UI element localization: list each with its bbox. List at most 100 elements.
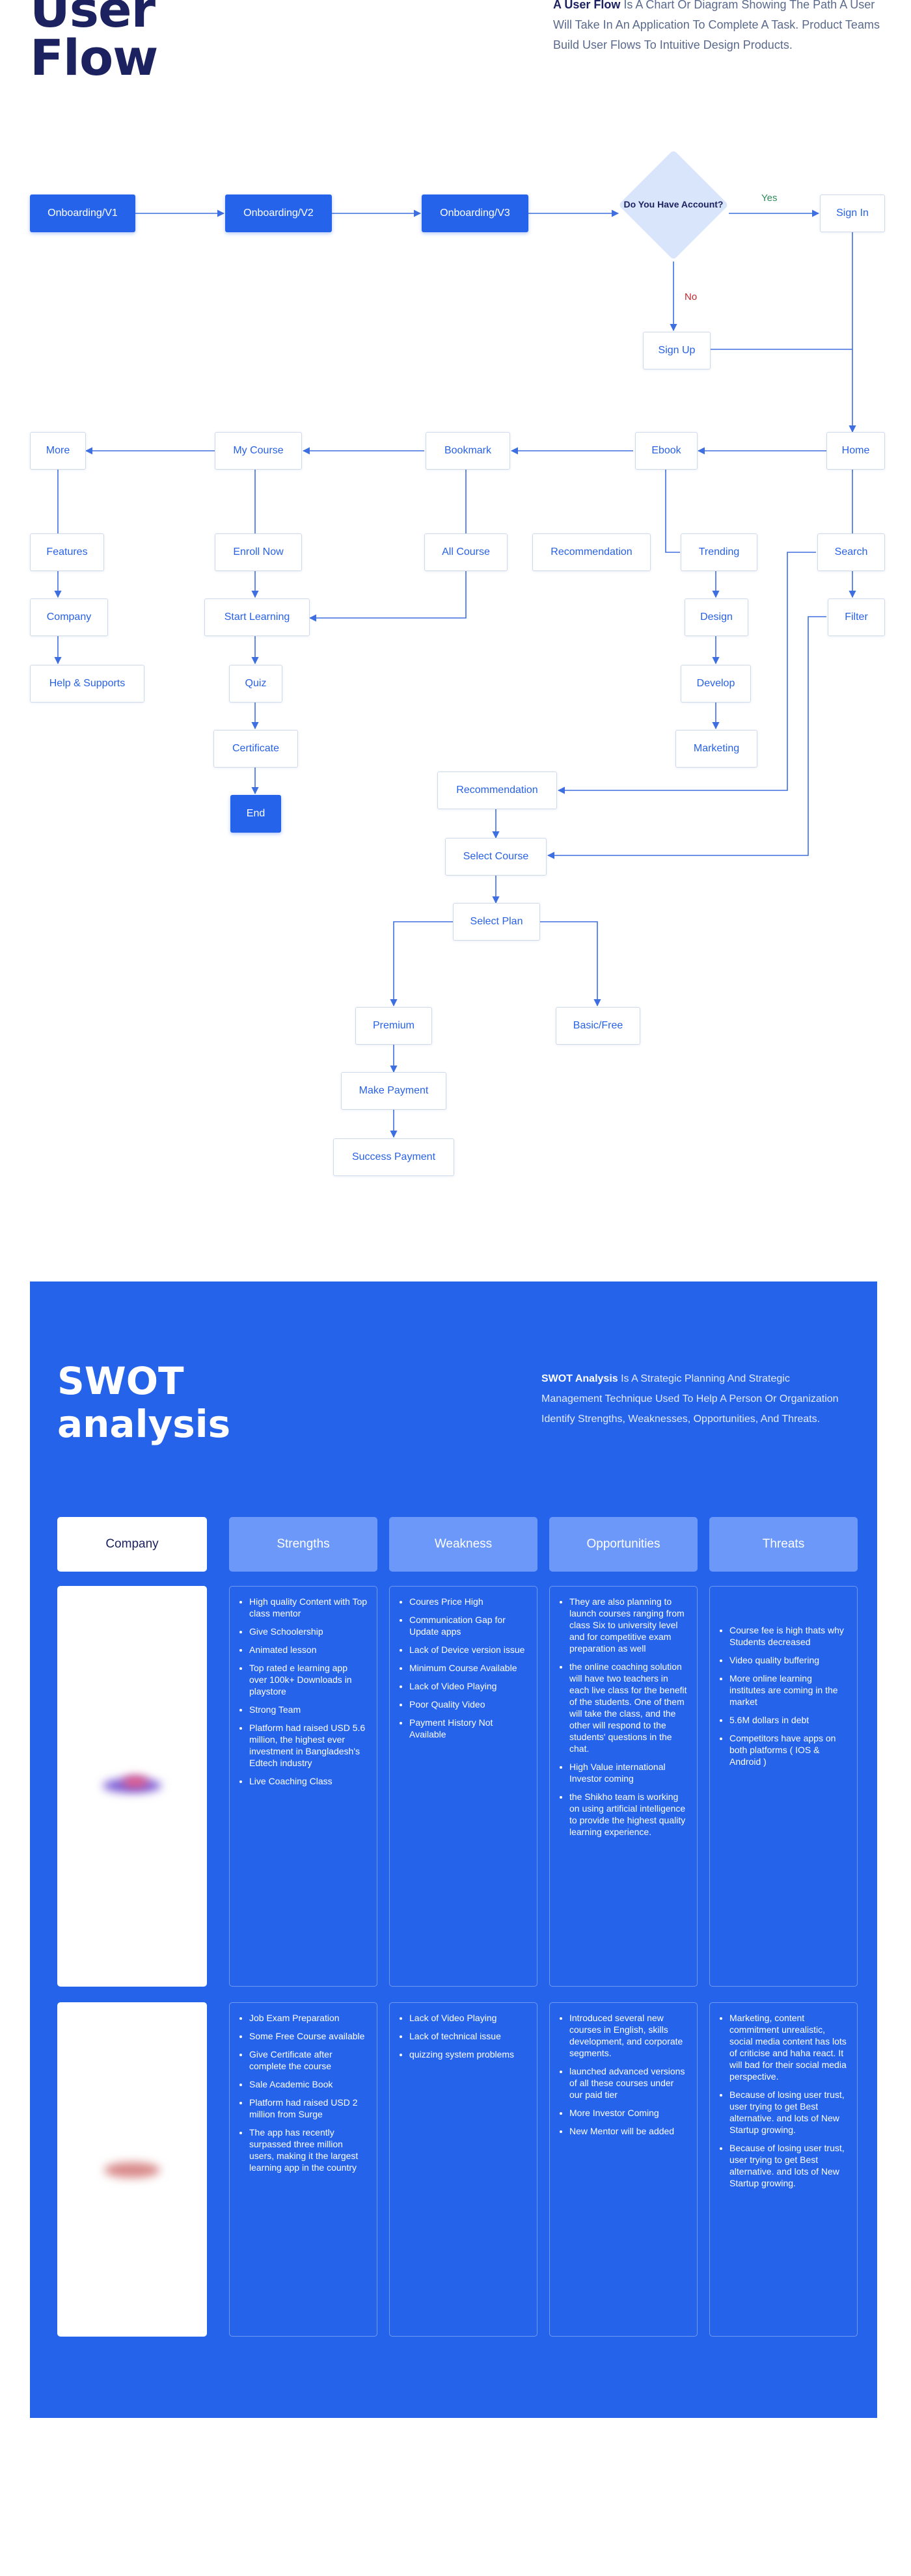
swot-item: More Investor Coming: [569, 2107, 688, 2119]
flow-connectors: [54, 209, 856, 1138]
swot-title-line-1: SWOT: [57, 1359, 184, 1403]
yes-label: Yes: [761, 193, 778, 204]
blurred-logo-2: [104, 2162, 160, 2178]
company-logo-card-1: [57, 1586, 207, 1987]
swot-item: the Shikho team is working on using arti…: [569, 1791, 688, 1838]
decision-label: Do You Have Account?: [623, 199, 724, 209]
swot-item-list: They are also planning to launch courses…: [552, 1596, 688, 1838]
node-features: Features: [30, 533, 104, 571]
swot-item: Payment History Not Available: [409, 1717, 528, 1740]
swot-title-line-2: analysis: [57, 1402, 231, 1446]
node-make-payment: Make Payment: [341, 1072, 446, 1110]
blurred-logo-1-accent: [122, 1776, 148, 1788]
swot-item: Give Schoolership: [249, 1626, 368, 1637]
swot-item: Marketing, content commitment unrealisti…: [729, 2012, 848, 2082]
node-select-course: Select Course: [445, 838, 547, 876]
node-onboarding-v1: Onboarding/V1: [30, 195, 135, 232]
header-strengths: Strengths: [229, 1517, 377, 1572]
swot-item: Coures Price High: [409, 1596, 528, 1607]
row1-weakness: Coures Price HighCommunication Gap for U…: [389, 1586, 537, 1987]
row2-strengths: Job Exam PreparationSome Free Course ava…: [229, 2002, 377, 2337]
no-label: No: [685, 291, 698, 302]
node-enroll-now: Enroll Now: [215, 533, 302, 571]
swot-item: Introduced several new courses in Englis…: [569, 2012, 688, 2059]
row2-weakness: Lack of Video PlayingLack of technical i…: [389, 2002, 537, 2337]
node-onboarding-v2: Onboarding/V2: [225, 195, 332, 232]
swot-item-list: Job Exam PreparationSome Free Course ava…: [232, 2012, 368, 2173]
node-recommendation-side: Recommendation: [532, 533, 651, 571]
edge-selectplan-premium: [390, 921, 453, 1007]
swot-item: Some Free Course available: [249, 2030, 368, 2042]
node-start-learning: Start Learning: [204, 598, 310, 636]
swot-item: Animated lesson: [249, 1644, 368, 1656]
node-select-plan: Select Plan: [453, 903, 540, 941]
title-line-1: User: [30, 0, 156, 38]
row1-strengths: High quality Content with Top class ment…: [229, 1586, 377, 1987]
edge-ebook-trending: [665, 470, 680, 553]
node-develop: Develop: [681, 665, 751, 703]
swot-item-list: High quality Content with Top class ment…: [232, 1596, 368, 1787]
swot-item: Sale Academic Book: [249, 2078, 368, 2090]
node-quiz: Quiz: [229, 665, 282, 703]
swot-item: launched advanced versions of all these …: [569, 2065, 688, 2100]
header-threats: Threats: [709, 1517, 858, 1572]
swot-item: Give Certificate after complete the cour…: [249, 2048, 368, 2072]
intro-strong: A User Flow: [553, 0, 621, 11]
user-flow-intro: A User Flow Is A Chart Or Diagram Showin…: [553, 0, 885, 55]
swot-item: Platform had raised USD 5.6 million, the…: [249, 1722, 368, 1769]
swot-item: High Value international Investor coming: [569, 1761, 688, 1784]
swot-item-list: Course fee is high thats why Students de…: [713, 1624, 848, 1767]
row1-threats: Course fee is high thats why Students de…: [709, 1586, 858, 1987]
row2-threats: Marketing, content commitment unrealisti…: [709, 2002, 858, 2337]
swot-item-list: Coures Price HighCommunication Gap for U…: [392, 1596, 528, 1740]
node-recommendation: Recommendation: [437, 771, 557, 809]
swot-item-list: Lack of Video PlayingLack of technical i…: [392, 2012, 528, 2060]
node-sign-in: Sign In: [820, 195, 885, 232]
node-filter: Filter: [828, 598, 885, 636]
swot-item: Competitors have apps on both platforms …: [729, 1732, 848, 1767]
node-premium: Premium: [355, 1007, 432, 1045]
row1-opportunities: They are also planning to launch courses…: [549, 1586, 698, 1987]
swot-item: Video quality buffering: [729, 1654, 848, 1666]
swot-intro: SWOT Analysis Is A Strategic Planning An…: [541, 1369, 847, 1429]
row2-opportunities: Introduced several new courses in Englis…: [549, 2002, 698, 2337]
node-marketing: Marketing: [675, 730, 757, 768]
node-all-course: All Course: [424, 533, 508, 571]
swot-item: Top rated e learning app over 100k+ Down…: [249, 1662, 368, 1697]
swot-title: SWOT analysis: [57, 1360, 230, 1445]
swot-item: Platform had raised USD 2 million from S…: [249, 2097, 368, 2120]
swot-item: Job Exam Preparation: [249, 2012, 368, 2024]
intro-text: Is A Chart Or Diagram Showing The Path A…: [553, 0, 880, 51]
swot-item-list: Introduced several new courses in Englis…: [552, 2012, 688, 2137]
swot-item: The app has recently surpassed three mil…: [249, 2127, 368, 2173]
node-help-supports: Help & Supports: [30, 665, 144, 703]
node-end: End: [230, 795, 281, 833]
header-opportunities: Opportunities: [549, 1517, 698, 1572]
node-certificate: Certificate: [213, 730, 298, 768]
swot-item: Because of losing user trust, user tryin…: [729, 2089, 848, 2136]
header-weakness: Weakness: [389, 1517, 537, 1572]
swot-item: the online coaching solution will have t…: [569, 1661, 688, 1754]
swot-item: Minimum Course Available: [409, 1662, 528, 1674]
swot-item: Strong Team: [249, 1704, 368, 1715]
swot-item: Lack of technical issue: [409, 2030, 528, 2042]
swot-intro-text: Is A Strategic Planning And Strategic Ma…: [541, 1373, 839, 1425]
node-design: Design: [685, 598, 748, 636]
node-basic-free: Basic/Free: [556, 1007, 640, 1045]
swot-item: Lack of Device version issue: [409, 1644, 528, 1656]
node-ebook: Ebook: [635, 432, 698, 470]
node-home: Home: [826, 432, 885, 470]
edge-search-recommendation: [557, 552, 816, 794]
swot-item: New Mentor will be added: [569, 2125, 688, 2137]
swot-item: Because of losing user trust, user tryin…: [729, 2142, 848, 2189]
swot-item: Lack of Video Playing: [409, 1680, 528, 1692]
title-line-2: Flow: [30, 29, 158, 87]
company-logo-card-2: [57, 2002, 207, 2337]
node-company: Company: [30, 598, 108, 636]
swot-item: Poor Quality Video: [409, 1698, 528, 1710]
node-my-course: My Course: [215, 432, 302, 470]
node-bookmark: Bookmark: [426, 432, 510, 470]
swot-item: High quality Content with Top class ment…: [249, 1596, 368, 1619]
header-company: Company: [57, 1517, 207, 1572]
swot-item: Lack of Video Playing: [409, 2012, 528, 2024]
